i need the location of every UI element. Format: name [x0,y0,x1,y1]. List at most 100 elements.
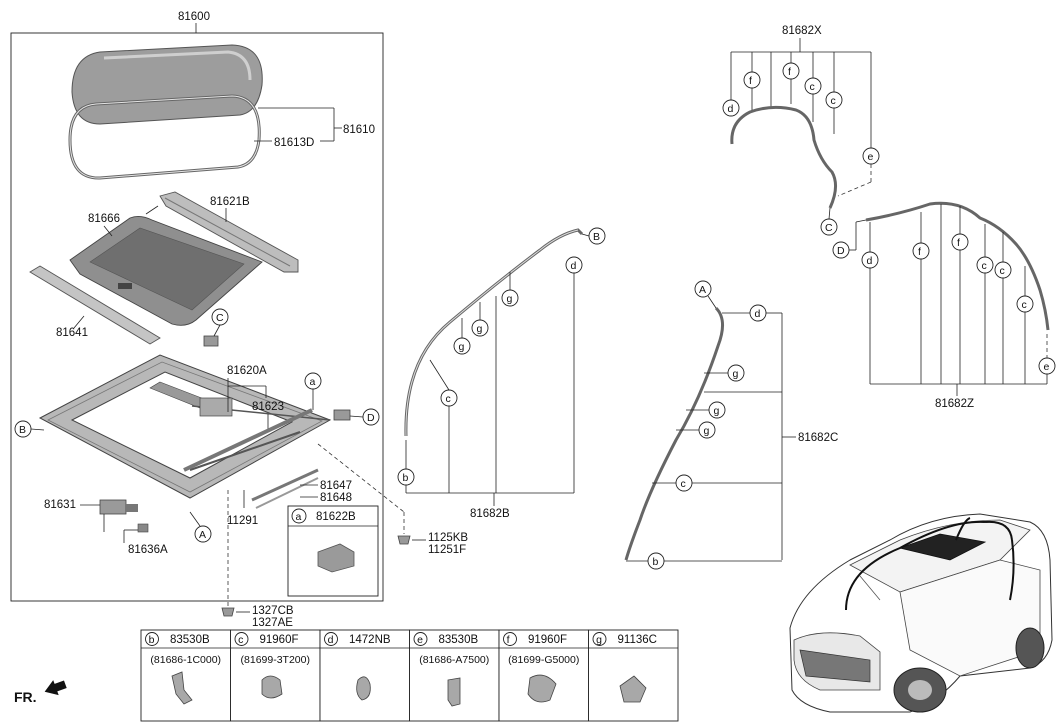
wind-deflector-label: 81621B [210,196,250,208]
legend-part-icon [527,674,557,703]
legend-part-number: 91960F [528,634,567,646]
circle-d-hose-c-text: d [755,308,761,320]
circle-f-hose-x-1-text: f [749,75,752,87]
legend-letter: b [149,634,155,646]
legend-letter-circle [145,632,159,646]
sunroof-glass [71,44,263,125]
circle-g-hose-b-1-text: g [507,293,513,305]
bottom-bolt-b-label: 1327AE [252,617,293,629]
circle-b-hose-c-text: b [653,556,659,568]
vehicle-illustration [789,513,1053,713]
sunroof-frame [38,354,332,499]
glass-group-label: 81610 [343,124,375,136]
legend-part-number: 91136C [618,634,657,646]
legend-letter-circle [503,632,517,646]
circle-e-hose-x-text: e [868,151,874,163]
circle-e-hose-z-text: e [1044,361,1050,373]
front-indicator: FR. [14,680,67,705]
assembly-box [10,32,384,602]
cable-a-label: 81647 [320,480,352,492]
circle-g-hose-c-3-text: g [704,425,710,437]
circle-f-hose-x-2-text: f [788,66,791,78]
bottom-bolt-a-label: 1327CB [252,605,294,617]
circle-D-main-text: D [367,412,375,424]
circle-C-hose-x-text: C [825,222,833,234]
front-arrow-icon [44,680,67,696]
circle-b-hose-b-text: b [403,472,409,484]
circle-B-hose-text: B [593,231,600,243]
circle-g-hose-b-2-text: g [477,323,483,335]
legend-cell [319,629,410,722]
inset-box [287,505,379,597]
legend-part-number: 83530B [439,634,479,646]
legend-part-icon [171,671,193,705]
circle-g-hose-b-3-text: g [459,341,465,353]
legend-part-icon [261,675,283,699]
motor [99,499,138,532]
circle-c-hose-x-2-text: c [831,95,836,107]
assembly-label: 81600 [178,11,210,23]
circle-c-hose-z-2-text: c [1000,265,1005,277]
circle-A-hose [694,280,712,298]
seal-label: 81613D [274,137,314,149]
legend-letter-circle [592,632,607,646]
circle-A-hose-text: A [699,284,706,296]
circle-A-main-text: A [199,529,206,541]
legend-letter: d [328,634,334,646]
screw-b-label: 11251F [428,544,466,556]
legend-letter: g [596,634,602,646]
circle-C-main-text: C [216,312,224,324]
legend-part-icon [356,676,371,701]
legend-sub-number: (81686-A7500) [419,654,489,666]
legend-part-number: 1472NB [349,634,391,646]
front-label: FR. [14,689,37,705]
hose-z-label: 81682Z [935,398,974,410]
circle-c-hose-z-1-text: c [982,260,987,272]
drain-hose-81682Z: D d f f c c c e 81682Z [832,201,1056,410]
bolt-label: 11291 [227,515,258,527]
drain-hose-81682C: A d g g g c b 81682C [624,280,838,570]
legend-cell [230,629,321,722]
hose-b-label: 81682B [470,508,510,520]
circle-c-hose-z-3-text: c [1022,299,1027,311]
legend-letter-circle [234,632,249,646]
inset-part-icon [317,543,355,573]
screw: 1125KB 11251F [397,532,468,556]
legend-sub-number: (81699-G5000) [508,654,579,666]
motor-label: 81631 [44,499,76,511]
circle-f-hose-z-2 [951,233,969,251]
circle-D-hose-z-text: D [837,245,845,257]
circle-B-main-text: B [19,424,26,436]
circle-f-hose-x-2 [782,62,800,80]
motor-bracket-label: 81636A [128,544,168,556]
circle-A-main [194,525,212,543]
legend-part-number: 83530B [170,634,210,646]
circle-g-hose-c-1-text: g [733,368,739,380]
circle-d-hose-x-text: d [728,103,734,115]
hose-c-label: 81682C [798,432,838,444]
circle-d-hose-z-text: d [867,255,873,267]
legend-sub-number: (81686-1C000) [150,654,221,666]
sunshade-label: 81666 [88,213,120,225]
inset-part-label: 81622B [316,511,356,523]
legend-part-icon [619,675,647,703]
legend-letter: f [507,634,510,646]
circle-c-hose-c-text: c [681,478,686,490]
circle-d-hose-b-text: d [571,260,577,272]
circle-a-main-text: a [310,376,316,388]
drain-hose-81682B: B d g g g c b 81682B [397,227,606,520]
circle-f-hose-z-2-text: f [957,237,960,249]
inset-circle-text: a [296,511,302,523]
frame-label: 81620A [227,365,267,377]
rail-trim [29,265,161,345]
legend-letter: e [417,634,423,646]
legend-part-number: 91960F [260,634,299,646]
legend-cell [140,629,231,722]
inset-circle [291,508,307,524]
hose-x-label: 81682X [782,25,822,37]
drain-hose-81682X: 81682X d f f c c e C [722,25,880,236]
circle-d-hose-x [722,99,740,117]
legend-letter-circle [413,632,428,646]
